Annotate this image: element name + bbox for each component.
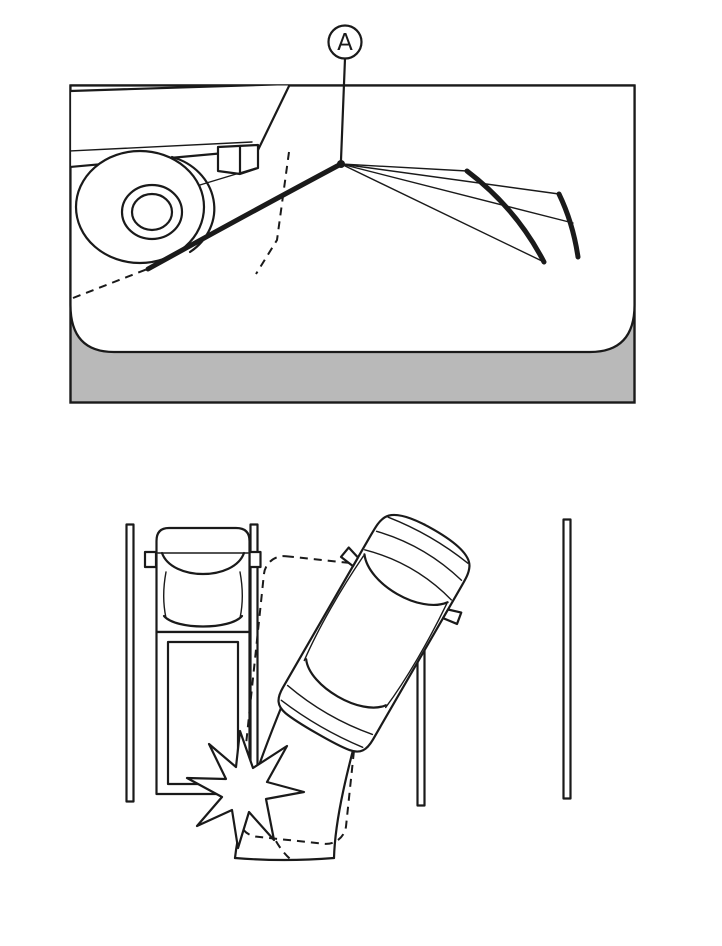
distance-line-far	[464, 168, 547, 265]
truck-in-camera	[70, 85, 292, 265]
path-corridor-bottom	[233, 856, 336, 862]
predicted-position-outline	[237, 555, 373, 845]
truck-cab	[155, 526, 251, 634]
parking-line-4	[562, 518, 572, 800]
truck-wheel-rim	[120, 183, 184, 241]
parking-overhead-figure	[125, 513, 572, 863]
truck-tire	[74, 149, 206, 265]
parking-line-1	[125, 523, 135, 803]
truck-mirror-left	[143, 550, 158, 569]
truck-bumper	[216, 143, 260, 176]
car-mirror-right	[441, 608, 463, 626]
car-windshield	[363, 553, 449, 606]
course-fan-line-3	[340, 163, 574, 224]
callout-label: A	[337, 30, 353, 56]
camera-view-figure: A	[69, 24, 636, 404]
truck-rear-window	[162, 614, 244, 628]
course-fan-line-4	[340, 163, 545, 263]
callout-point	[337, 160, 345, 168]
camera-view-content	[70, 85, 581, 299]
course-fan-line-1	[340, 163, 468, 172]
car-trunk-line	[286, 684, 374, 736]
car-hood-line	[375, 530, 463, 581]
car-roof-left	[303, 555, 365, 662]
car-rear-window	[305, 658, 387, 709]
course-line-main	[145, 161, 344, 272]
callout-circle	[327, 24, 363, 60]
car-cowl-line	[363, 549, 453, 601]
distance-line-near	[556, 191, 581, 260]
truck-bed-inner-line	[70, 141, 253, 152]
car-rear-bumper-line	[280, 699, 364, 748]
callout-line	[339, 57, 347, 162]
truck-roof-left	[163, 571, 167, 619]
predicted-course-lines	[145, 161, 581, 272]
car-body	[277, 513, 471, 753]
car-roof-right	[385, 603, 448, 709]
collision-star-icon	[185, 729, 306, 850]
truck-roof-right	[239, 571, 243, 619]
car-front-bumper-line	[387, 516, 469, 564]
course-fan-line-2	[340, 163, 560, 195]
truck-wheel-hub	[130, 192, 174, 232]
dashed-guide-right	[255, 151, 290, 275]
own-vehicle	[277, 513, 471, 753]
callout-a: A	[327, 24, 363, 168]
truck-frame-line	[189, 167, 257, 189]
car-mirror-left	[339, 546, 360, 568]
truck-windshield	[160, 551, 246, 576]
truck-mirror-right	[248, 550, 262, 569]
dashed-guide-lines	[72, 151, 290, 299]
